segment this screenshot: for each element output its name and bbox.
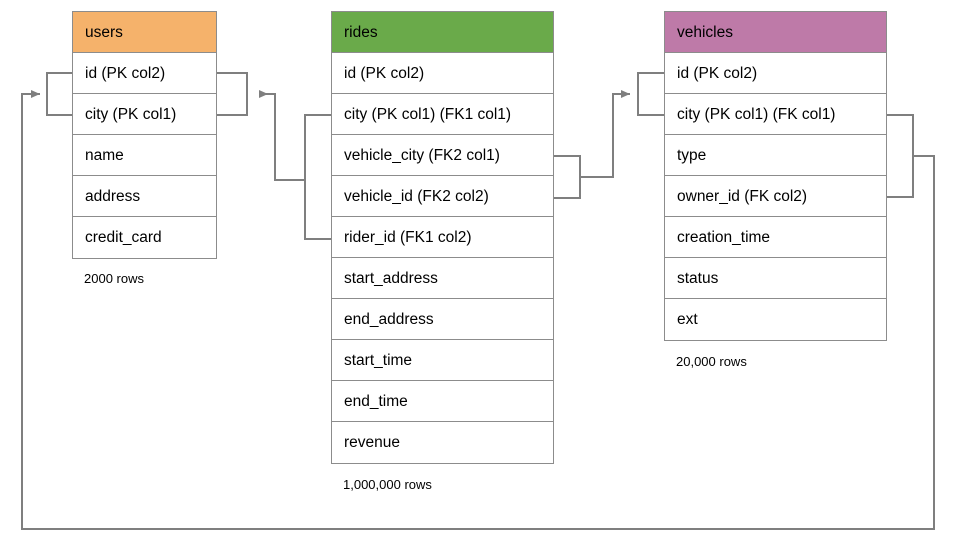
entity-vehicles-field-ext[interactable]: ext [677, 311, 698, 328]
entity-vehicles-field-status[interactable]: status [665, 258, 886, 299]
entity-users-field-name[interactable]: name [73, 135, 216, 176]
entity-users-field-address[interactable]: address [73, 176, 216, 217]
connector-fk1-rides-to-users [217, 72, 331, 240]
entity-vehicles-field-owner-id[interactable]: owner_id (FK col2) [665, 176, 886, 217]
entity-users-field-id[interactable]: id (PK col2) [73, 53, 216, 94]
entity-rides-field-end-address[interactable]: end_address [332, 299, 553, 340]
entity-rides-field-id[interactable]: id (PK col2) [332, 53, 553, 94]
entity-vehicles-field-creation-time[interactable]: creation_time [665, 217, 886, 258]
connector-fk2-rides-to-vehicles [554, 72, 664, 199]
entity-vehicles-field-type[interactable]: type [665, 135, 886, 176]
entity-rides-field-start-address[interactable]: start_address [332, 258, 553, 299]
entity-users-field-city[interactable]: city (PK col1) [73, 94, 216, 135]
entity-vehicles-field-city[interactable]: city (PK col1) (FK col1) [665, 94, 886, 135]
entity-rides-field-vehicle-id[interactable]: vehicle_id (FK2 col2) [332, 176, 553, 217]
entity-rides-field-city[interactable]: city (PK col1) (FK1 col1) [332, 94, 553, 135]
entity-users[interactable]: users id (PK col2) city (PK col1) name a… [72, 11, 217, 259]
entity-rides-field-start-time[interactable]: start_time [332, 340, 553, 381]
entity-rides-field-vehicle-city[interactable]: vehicle_city (FK2 col1) [332, 135, 553, 176]
entity-vehicles-title: vehicles [665, 12, 886, 53]
entity-rides[interactable]: rides id (PK col2) city (PK col1) (FK1 c… [331, 11, 554, 464]
entity-vehicles[interactable]: vehicles id (PK col2) city (PK col1) (FK… [664, 11, 887, 341]
entity-vehicles-row-count: 20,000 rows [676, 354, 747, 369]
entity-rides-field-end-time[interactable]: end_time [332, 381, 553, 422]
entity-rides-title: rides [332, 12, 553, 53]
entity-rides-field-revenue[interactable]: revenue [344, 434, 401, 451]
entity-users-field-credit-card[interactable]: credit_card [85, 229, 162, 246]
entity-users-row-count: 2000 rows [84, 271, 144, 286]
entity-rides-field-rider-id[interactable]: rider_id (FK1 col2) [332, 217, 553, 258]
entity-rides-row-count: 1,000,000 rows [343, 477, 432, 492]
entity-users-title: users [73, 12, 216, 53]
entity-vehicles-field-id[interactable]: id (PK col2) [665, 53, 886, 94]
